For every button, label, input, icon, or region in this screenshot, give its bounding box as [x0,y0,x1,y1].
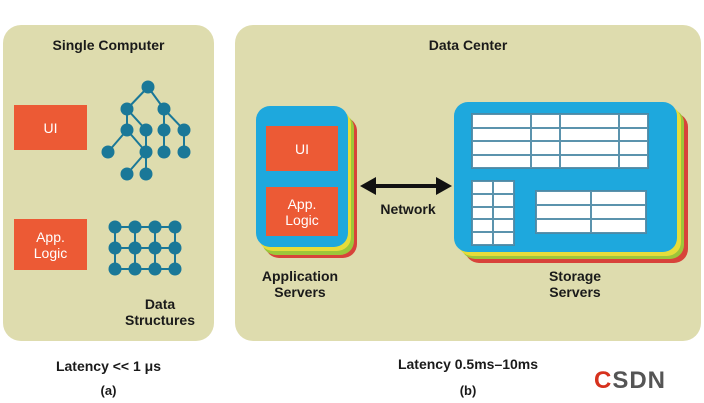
ui-box-a: UI [14,105,87,150]
tree-node [139,123,153,137]
tree-node [177,123,191,137]
csdn-logo: CSDN [594,367,667,394]
tree-node [141,80,155,94]
single-computer-title: Single Computer [52,37,165,53]
tree-node [120,167,134,181]
sublabel-b: (b) [459,383,477,398]
storage-table-right [535,190,647,234]
network-label: Network [380,201,436,217]
storage-servers-label: Storage Servers [548,268,602,300]
sublabel-a: (a) [100,383,117,398]
app-logic-box-b: App. Logic [266,187,338,236]
tree-node [157,123,171,137]
app-logic-box-a: App. Logic [14,219,87,270]
tree-node [177,145,191,159]
tree-node [139,145,153,159]
grid-graph-diagram [108,220,182,276]
ui-box-b: UI [266,126,338,171]
data-structures-label: Data Structures [124,296,196,328]
latency-a: Latency << 1 μs [55,358,162,374]
tree-node [139,167,153,181]
single-computer-panel [3,25,214,341]
tree-node [120,102,134,116]
tree-node [157,102,171,116]
tree-node [157,145,171,159]
network-arrow [360,177,452,195]
data-center-title: Data Center [428,37,508,53]
storage-table-top [471,113,649,169]
tree-diagram [101,80,191,181]
tree-node [120,123,134,137]
application-servers-label: Application Servers [261,268,339,300]
latency-b: Latency 0.5ms–10ms [397,356,539,372]
storage-table-left [471,180,515,246]
tree-node [101,145,115,159]
